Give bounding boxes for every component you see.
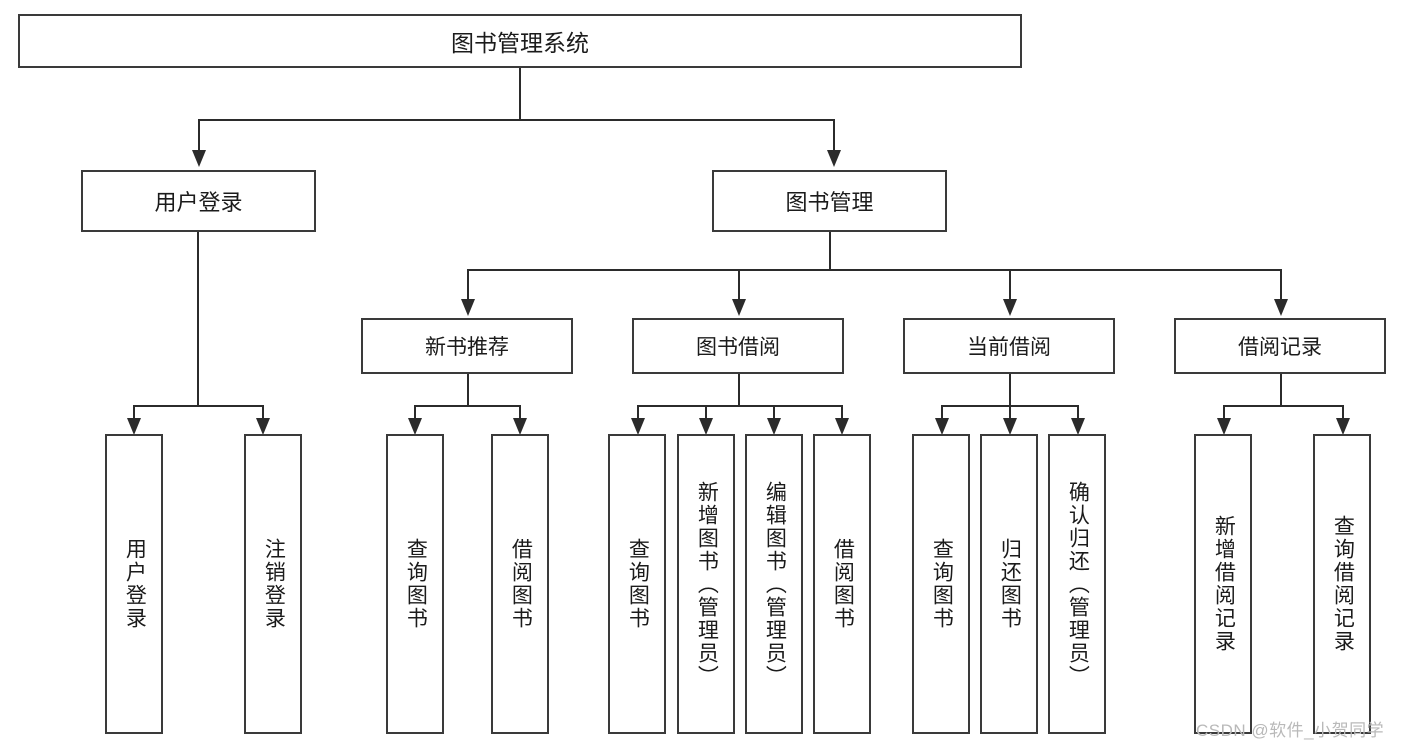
connector-level3-bus — [467, 269, 1281, 271]
connector-book-borrow-drop-3 — [841, 405, 843, 419]
node-borrow-record[interactable]: 借阅记录 — [1174, 318, 1386, 374]
connector-new-book-stem — [467, 374, 469, 406]
node-label: 图书借阅 — [696, 336, 780, 359]
arrow-to-new-book-recommend — [461, 299, 475, 316]
node-root-system[interactable]: 图书管理系统 — [18, 14, 1022, 68]
connector-current-borrow-drop-0 — [941, 405, 943, 419]
leaf-borrow-record-1[interactable]: 查询借阅记录 — [1313, 434, 1371, 734]
leaf-label: 查询图书 — [404, 538, 428, 630]
leaf-book-borrow-3[interactable]: 借阅图书 — [813, 434, 871, 734]
node-label: 图书管理 — [785, 190, 874, 215]
arrow-to-leaf-current-borrow-0 — [935, 418, 949, 435]
connector-book-borrow-bus — [637, 405, 842, 407]
connector-new-book-drop-0 — [414, 405, 416, 419]
node-label: 用户登录 — [154, 190, 243, 215]
connector-book-borrow-drop-0 — [637, 405, 639, 419]
node-new-book-recommend[interactable]: 新书推荐 — [361, 318, 573, 374]
connector-current-borrow-drop-2 — [1077, 405, 1079, 419]
leaf-label: 查询借阅记录 — [1331, 515, 1355, 653]
node-current-borrow[interactable]: 当前借阅 — [903, 318, 1115, 374]
leaf-book-borrow-2[interactable]: 编辑图书（管理员） — [745, 434, 803, 734]
leaf-label: 确认归还（管理员） — [1066, 480, 1090, 688]
leaf-current-borrow-1[interactable]: 归还图书 — [980, 434, 1038, 734]
node-book-manage[interactable]: 图书管理 — [712, 170, 947, 232]
node-label: 当前借阅 — [967, 336, 1051, 359]
node-label: 新书推荐 — [425, 336, 509, 359]
leaf-user-login-1[interactable]: 注销登录 — [244, 434, 302, 734]
csdn-watermark: CSDN @软件_小贺同学 — [1196, 721, 1385, 740]
connector-user-login-stem — [197, 232, 199, 406]
connector-borrow-record-bus — [1223, 405, 1343, 407]
arrow-to-leaf-book-borrow-3 — [835, 418, 849, 435]
connector-book-borrow-drop-2 — [773, 405, 775, 419]
leaf-label: 查询图书 — [930, 538, 954, 630]
connector-level3-drop-1 — [738, 269, 740, 300]
arrow-to-leaf-current-borrow-2 — [1071, 418, 1085, 435]
leaf-label: 借阅图书 — [509, 538, 533, 630]
arrow-to-leaf-borrow-record-1 — [1336, 418, 1350, 435]
arrow-to-borrow-record — [1274, 299, 1288, 316]
connector-borrow-record-stem — [1280, 374, 1282, 406]
connector-root-stem — [519, 68, 521, 120]
connector-level3-drop-3 — [1280, 269, 1282, 300]
leaf-label: 借阅图书 — [831, 538, 855, 630]
arrow-to-book-borrow — [732, 299, 746, 316]
arrow-to-current-borrow — [1003, 299, 1017, 316]
leaf-label: 查询图书 — [626, 538, 650, 630]
connector-book-borrow-drop-1 — [705, 405, 707, 419]
arrow-to-book-manage — [827, 150, 841, 167]
arrow-to-leaf-user-login-0 — [127, 418, 141, 435]
connector-user-login-drop-0 — [133, 405, 135, 419]
leaf-user-login-0[interactable]: 用户登录 — [105, 434, 163, 734]
connector-current-borrow-drop-1 — [1009, 405, 1011, 419]
connector-level2-bus — [198, 119, 835, 121]
arrow-to-leaf-book-borrow-1 — [699, 418, 713, 435]
arrow-to-user-login — [192, 150, 206, 167]
connector-new-book-bus — [414, 405, 520, 407]
arrow-to-leaf-new-book-0 — [408, 418, 422, 435]
node-book-borrow[interactable]: 图书借阅 — [632, 318, 844, 374]
leaf-label: 用户登录 — [123, 538, 147, 630]
connector-level3-drop-2 — [1009, 269, 1011, 300]
connector-book-borrow-stem — [738, 374, 740, 406]
arrow-to-leaf-book-borrow-0 — [631, 418, 645, 435]
arrow-to-leaf-new-book-1 — [513, 418, 527, 435]
connector-borrow-record-drop-1 — [1342, 405, 1344, 419]
connector-book-manage-stem — [829, 232, 831, 270]
connector-level2-drop-1 — [833, 119, 835, 151]
connector-level2-drop-0 — [198, 119, 200, 151]
connector-current-borrow-stem — [1009, 374, 1011, 406]
arrow-to-leaf-borrow-record-0 — [1217, 418, 1231, 435]
connector-user-login-drop-1 — [262, 405, 264, 419]
leaf-label: 新增借阅记录 — [1212, 515, 1236, 653]
leaf-label: 编辑图书（管理员） — [763, 480, 787, 688]
connector-user-login-bus — [133, 405, 263, 407]
leaf-book-borrow-1[interactable]: 新增图书（管理员） — [677, 434, 735, 734]
leaf-current-borrow-2[interactable]: 确认归还（管理员） — [1048, 434, 1106, 734]
leaf-new-book-recommend-0[interactable]: 查询图书 — [386, 434, 444, 734]
leaf-new-book-recommend-1[interactable]: 借阅图书 — [491, 434, 549, 734]
leaf-label: 新增图书（管理员） — [695, 480, 719, 688]
leaf-current-borrow-0[interactable]: 查询图书 — [912, 434, 970, 734]
node-user-login[interactable]: 用户登录 — [81, 170, 316, 232]
connector-level3-drop-0 — [467, 269, 469, 300]
connector-borrow-record-drop-0 — [1223, 405, 1225, 419]
node-label: 借阅记录 — [1238, 336, 1322, 359]
connector-new-book-drop-1 — [519, 405, 521, 419]
leaf-borrow-record-0[interactable]: 新增借阅记录 — [1194, 434, 1252, 734]
leaf-label: 归还图书 — [998, 538, 1022, 630]
arrow-to-leaf-current-borrow-1 — [1003, 418, 1017, 435]
node-label: 图书管理系统 — [451, 30, 589, 56]
arrow-to-leaf-user-login-1 — [256, 418, 270, 435]
leaf-book-borrow-0[interactable]: 查询图书 — [608, 434, 666, 734]
arrow-to-leaf-book-borrow-2 — [767, 418, 781, 435]
leaf-label: 注销登录 — [262, 538, 286, 630]
